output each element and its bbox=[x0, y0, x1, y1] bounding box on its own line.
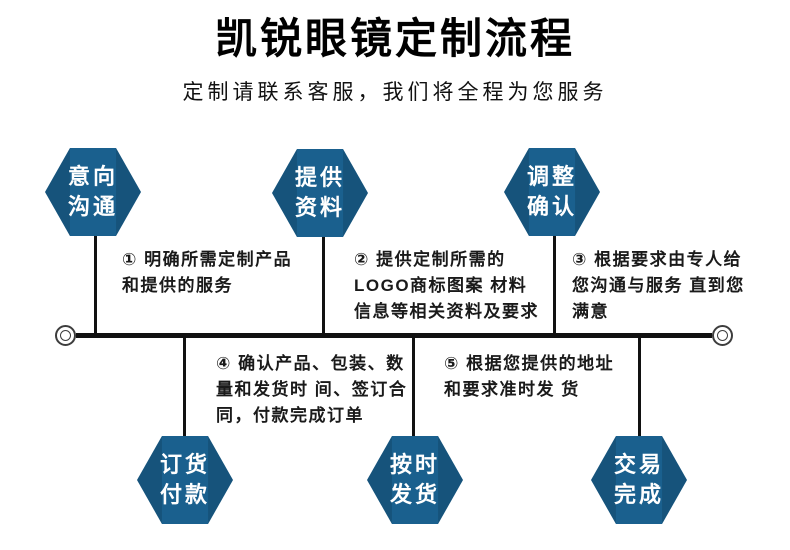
timeline-end-ring-left-icon bbox=[55, 325, 76, 346]
timeline-axis bbox=[76, 333, 712, 338]
connector-line-intent bbox=[94, 234, 97, 335]
hexagon-label: 按时 发货 bbox=[389, 452, 440, 507]
hexagon-label: 意向 沟通 bbox=[67, 164, 118, 219]
step-description-5: ⑤ 根据您提供的地址 和要求准时发 货 bbox=[444, 354, 615, 399]
step-description-3: ③ 根据要求由专人给 您沟通与服务 直到您 满意 bbox=[572, 250, 745, 321]
step-description-4: ④ 确认产品、包装、数 量和发货时 间、签订合 同，付款完成订单 bbox=[216, 354, 408, 425]
hexagon-node-intent-communication: 意向 沟通 bbox=[45, 148, 141, 236]
step-description-2: ② 提供定制所需的 LOGO商标图案 材料 信息等相关资料及要求 bbox=[354, 250, 539, 321]
hexagon-node-adjust-confirm: 调整 确认 bbox=[504, 148, 600, 236]
hexagon-node-transaction-complete: 交易 完成 bbox=[591, 436, 687, 524]
hexagon-label: 交易 完成 bbox=[613, 452, 664, 507]
connector-line-materials bbox=[322, 235, 325, 335]
ring-inner-circle bbox=[60, 330, 71, 341]
hexagon-node-provide-materials: 提供 资料 bbox=[272, 149, 368, 237]
ring-inner-circle bbox=[717, 330, 728, 341]
timeline-end-ring-right-icon bbox=[712, 325, 733, 346]
hexagon-node-order-payment: 订货 付款 bbox=[137, 436, 233, 524]
connector-line-order bbox=[183, 336, 186, 437]
page-subtitle: 定制请联系客服，我们将全程为您服务 bbox=[182, 81, 608, 104]
connector-line-complete bbox=[638, 336, 641, 437]
hexagon-label: 调整 确认 bbox=[526, 164, 577, 219]
hexagon-label: 提供 资料 bbox=[294, 165, 345, 220]
hexagon-node-timely-shipping: 按时 发货 bbox=[367, 436, 463, 524]
step-description-1: ① 明确所需定制产品 和提供的服务 bbox=[122, 250, 293, 295]
connector-line-adjust bbox=[553, 234, 556, 335]
page-title: 凯锐眼镜定制流程 bbox=[214, 15, 575, 62]
connector-line-ship bbox=[412, 336, 415, 437]
hexagon-label: 订货 付款 bbox=[159, 452, 210, 507]
